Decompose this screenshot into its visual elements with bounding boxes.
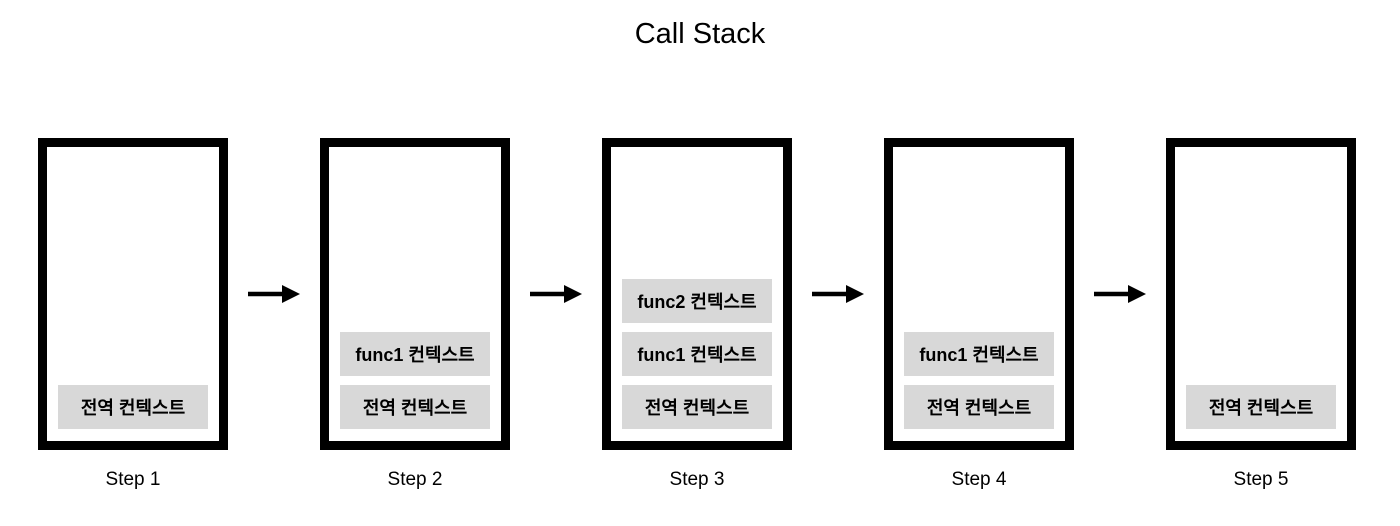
right-arrow-icon [248, 285, 300, 303]
step-1-stack-frame: 전역 컨텍스트 [38, 138, 228, 450]
arrow-step1-to-step2 [228, 138, 320, 450]
step-3-stack-frame: func2 컨텍스트 func1 컨텍스트 전역 컨텍스트 [602, 138, 792, 450]
step-3-column: func2 컨텍스트 func1 컨텍스트 전역 컨텍스트 Step 3 [602, 138, 792, 491]
step-5-stack-frame: 전역 컨텍스트 [1166, 138, 1356, 450]
step-2-stack-frame: func1 컨텍스트 전역 컨텍스트 [320, 138, 510, 450]
step-5-label: Step 5 [1233, 469, 1289, 490]
step-2-label: Step 2 [387, 469, 443, 490]
arrow-step4-to-step5 [1074, 138, 1166, 450]
context-box-global: 전역 컨텍스트 [340, 385, 490, 429]
step-1-label: Step 1 [105, 469, 161, 490]
diagram-title: Call Stack [634, 18, 766, 50]
step-2-column: func1 컨텍스트 전역 컨텍스트 Step 2 [320, 138, 510, 491]
step-3-label: Step 3 [669, 469, 725, 490]
arrow-step2-to-step3 [510, 138, 602, 450]
context-box-func1: func1 컨텍스트 [904, 332, 1054, 376]
step-4-label: Step 4 [951, 469, 1007, 490]
arrow-step3-to-step4 [792, 138, 884, 450]
context-box-global: 전역 컨텍스트 [58, 385, 208, 429]
step-4-column: func1 컨텍스트 전역 컨텍스트 Step 4 [884, 138, 1074, 491]
step-1-column: 전역 컨텍스트 Step 1 [38, 138, 228, 491]
call-stack-diagram: Call Stack 전역 컨텍스트 Step 1 func1 컨텍스트 전역 … [0, 18, 1400, 491]
steps-row: 전역 컨텍스트 Step 1 func1 컨텍스트 전역 컨텍스트 Step 2 [0, 138, 1400, 491]
step-5-column: 전역 컨텍스트 Step 5 [1166, 138, 1356, 491]
context-box-global: 전역 컨텍스트 [904, 385, 1054, 429]
step-4-stack-frame: func1 컨텍스트 전역 컨텍스트 [884, 138, 1074, 450]
right-arrow-icon [1094, 285, 1146, 303]
context-box-func1: func1 컨텍스트 [622, 332, 772, 376]
context-box-func2: func2 컨텍스트 [622, 279, 772, 323]
context-box-func1: func1 컨텍스트 [340, 332, 490, 376]
context-box-global: 전역 컨텍스트 [622, 385, 772, 429]
context-box-global: 전역 컨텍스트 [1186, 385, 1336, 429]
right-arrow-icon [812, 285, 864, 303]
right-arrow-icon [530, 285, 582, 303]
